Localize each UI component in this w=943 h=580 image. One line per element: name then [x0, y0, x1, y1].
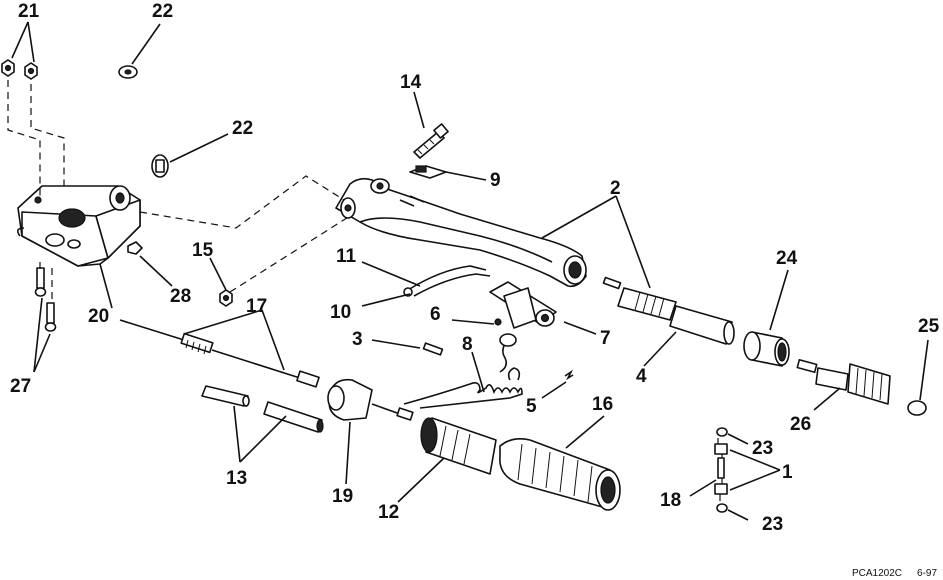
callout-13: 13 [226, 468, 247, 489]
callout-22-top: 22 [152, 1, 173, 22]
part-5-clip [564, 369, 574, 381]
callout-1: 1 [782, 462, 793, 483]
callout-17: 17 [246, 296, 267, 317]
part-14-bolt [413, 123, 449, 159]
part-21-nuts [1, 59, 38, 80]
part-8-lanyard [403, 333, 523, 409]
part-13-tubes [201, 385, 324, 433]
part-22-washer-top [118, 65, 138, 79]
part-17-cable [119, 319, 320, 388]
callout-24: 24 [776, 248, 798, 269]
callout-18: 18 [660, 490, 681, 511]
part-23-1-18-small [714, 427, 728, 513]
part-4-tube [669, 305, 735, 345]
part-15-nut [219, 289, 233, 307]
callout-2: 2 [610, 178, 621, 199]
part-25-cap [907, 400, 927, 416]
part-9-plate [409, 165, 447, 179]
callout-20: 20 [88, 306, 109, 327]
callout-6: 6 [430, 304, 441, 325]
callout-19: 19 [332, 486, 353, 507]
callout-8: 8 [462, 334, 473, 355]
callout-14: 14 [400, 72, 422, 93]
callout-7: 7 [600, 328, 611, 349]
part-2-tiller-arm [335, 177, 587, 288]
callout-5: 5 [526, 396, 537, 417]
leader-lines [11, 21, 929, 521]
callout-3: 3 [352, 329, 363, 350]
callout-12: 12 [378, 502, 399, 523]
callout-28: 28 [170, 286, 191, 307]
part-16-grip [499, 438, 621, 511]
figure-code: PCA1202C [852, 568, 902, 579]
callout-23-top: 23 [752, 438, 773, 459]
part-22-washer-mid [151, 154, 169, 178]
callout-23-bottom: 23 [762, 514, 783, 535]
part-11-10-wires [403, 265, 491, 297]
callout-9: 9 [490, 170, 501, 191]
callout-10: 10 [330, 302, 351, 323]
callout-27: 27 [10, 376, 31, 397]
part-3-pin [422, 342, 444, 356]
callout-25: 25 [918, 316, 940, 337]
callout-11: 11 [336, 246, 357, 267]
part-28-clip [127, 241, 143, 255]
part-24-sleeve [743, 331, 790, 367]
part-12-throttle-sleeve [420, 417, 497, 475]
figure-date: 6-97 [917, 568, 937, 579]
callout-16: 16 [592, 394, 613, 415]
part-2-shaft [602, 276, 677, 321]
part-19-throttle-body [327, 378, 414, 421]
callout-labels: 21 22 22 14 9 2 11 10 6 7 3 8 5 4 24 25 … [10, 1, 940, 535]
part-27-screws [34, 267, 57, 332]
dashed-leaders [7, 80, 723, 504]
callout-15: 15 [192, 240, 214, 261]
callout-26: 26 [790, 414, 811, 435]
callout-22-mid: 22 [232, 118, 253, 139]
part-26-cable-end [796, 359, 891, 405]
callout-21: 21 [18, 1, 40, 22]
part-bracket-housing [16, 185, 141, 267]
part-7-stop-switch [489, 281, 557, 329]
callout-4: 4 [636, 366, 647, 387]
